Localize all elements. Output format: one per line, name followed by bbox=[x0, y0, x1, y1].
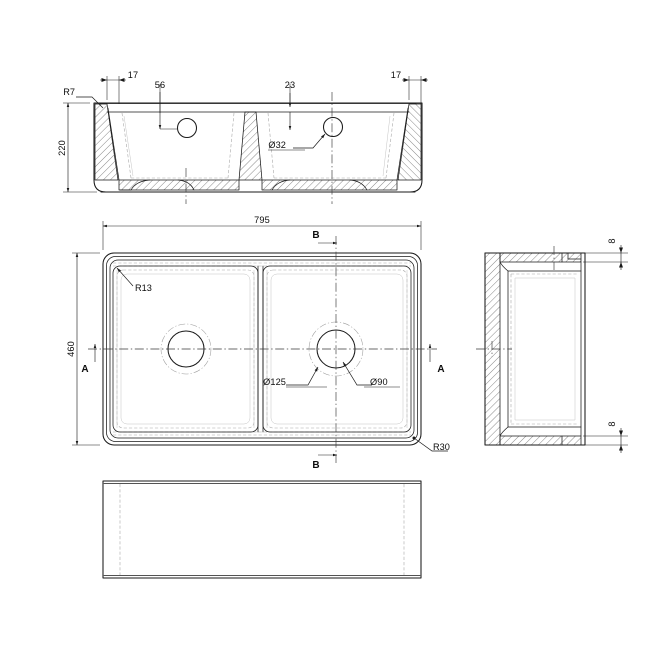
dimension-rim-bottom-8: 8 bbox=[583, 421, 628, 453]
dimension-label-460: 460 bbox=[66, 341, 76, 357]
dimension-diameter-32: Ø32 bbox=[268, 133, 326, 151]
view-front-section: 220 R7 17 1 bbox=[57, 70, 428, 204]
dimension-label-r13: R13 bbox=[135, 283, 152, 293]
dimension-rim-top-8: 8 bbox=[583, 238, 628, 270]
dimension-height-220: 220 bbox=[57, 102, 97, 193]
section-marker-b-bottom: B bbox=[312, 453, 338, 471]
elevation-outer-body bbox=[102, 480, 422, 579]
drain-recess-left bbox=[160, 323, 212, 375]
dimension-label-23: 23 bbox=[285, 80, 295, 90]
dimension-wall-right-17: 17 bbox=[391, 70, 428, 104]
dimension-label-220: 220 bbox=[57, 140, 67, 156]
section-marker-a-right: A bbox=[428, 343, 445, 375]
dimension-label-diameter-90: Ø90 bbox=[370, 377, 388, 387]
dimension-radius-r30: R30 bbox=[412, 436, 450, 452]
dimension-label-diameter-125: Ø125 bbox=[263, 377, 286, 387]
view-front-elevation bbox=[102, 480, 422, 579]
section-marker-label-b-bottom: B bbox=[312, 460, 319, 471]
dimension-radius-r7: R7 bbox=[63, 87, 104, 109]
dimension-label-8-top: 8 bbox=[607, 238, 617, 243]
dimension-23: 23 bbox=[285, 80, 295, 131]
tap-hole-left bbox=[176, 117, 198, 139]
dimension-diameter-125: Ø125 bbox=[263, 366, 327, 388]
view-side-section: 8 8 bbox=[476, 238, 628, 453]
dimension-depth-460: 460 bbox=[66, 252, 100, 446]
dimension-label-diameter-32: Ø32 bbox=[268, 140, 286, 150]
dimension-label-r7: R7 bbox=[63, 87, 75, 97]
dimension-label-8-bottom: 8 bbox=[607, 421, 617, 426]
dimension-56: 56 bbox=[155, 80, 177, 130]
dimension-label-r30: R30 bbox=[433, 442, 450, 452]
dimension-label-17-left: 17 bbox=[128, 70, 138, 80]
dimension-width-795: 795 bbox=[102, 215, 422, 250]
dimension-wall-left-17: 17 bbox=[100, 70, 138, 104]
dimension-diameter-90: Ø90 bbox=[342, 361, 400, 388]
section-marker-a-left: A bbox=[81, 343, 97, 375]
dimension-label-17-right: 17 bbox=[391, 70, 401, 80]
section-marker-label-b-top: B bbox=[312, 230, 319, 241]
dimension-label-795: 795 bbox=[254, 215, 270, 225]
section-marker-label-a-left: A bbox=[81, 364, 88, 375]
section-marker-b-top: B bbox=[312, 230, 338, 245]
dimension-radius-r13: R13 bbox=[116, 267, 152, 293]
dimension-label-56: 56 bbox=[155, 80, 165, 90]
section-marker-label-a-right: A bbox=[437, 364, 444, 375]
tap-hole-right bbox=[322, 116, 344, 138]
view-plan: 795 460 R13 R30 bbox=[66, 215, 450, 471]
